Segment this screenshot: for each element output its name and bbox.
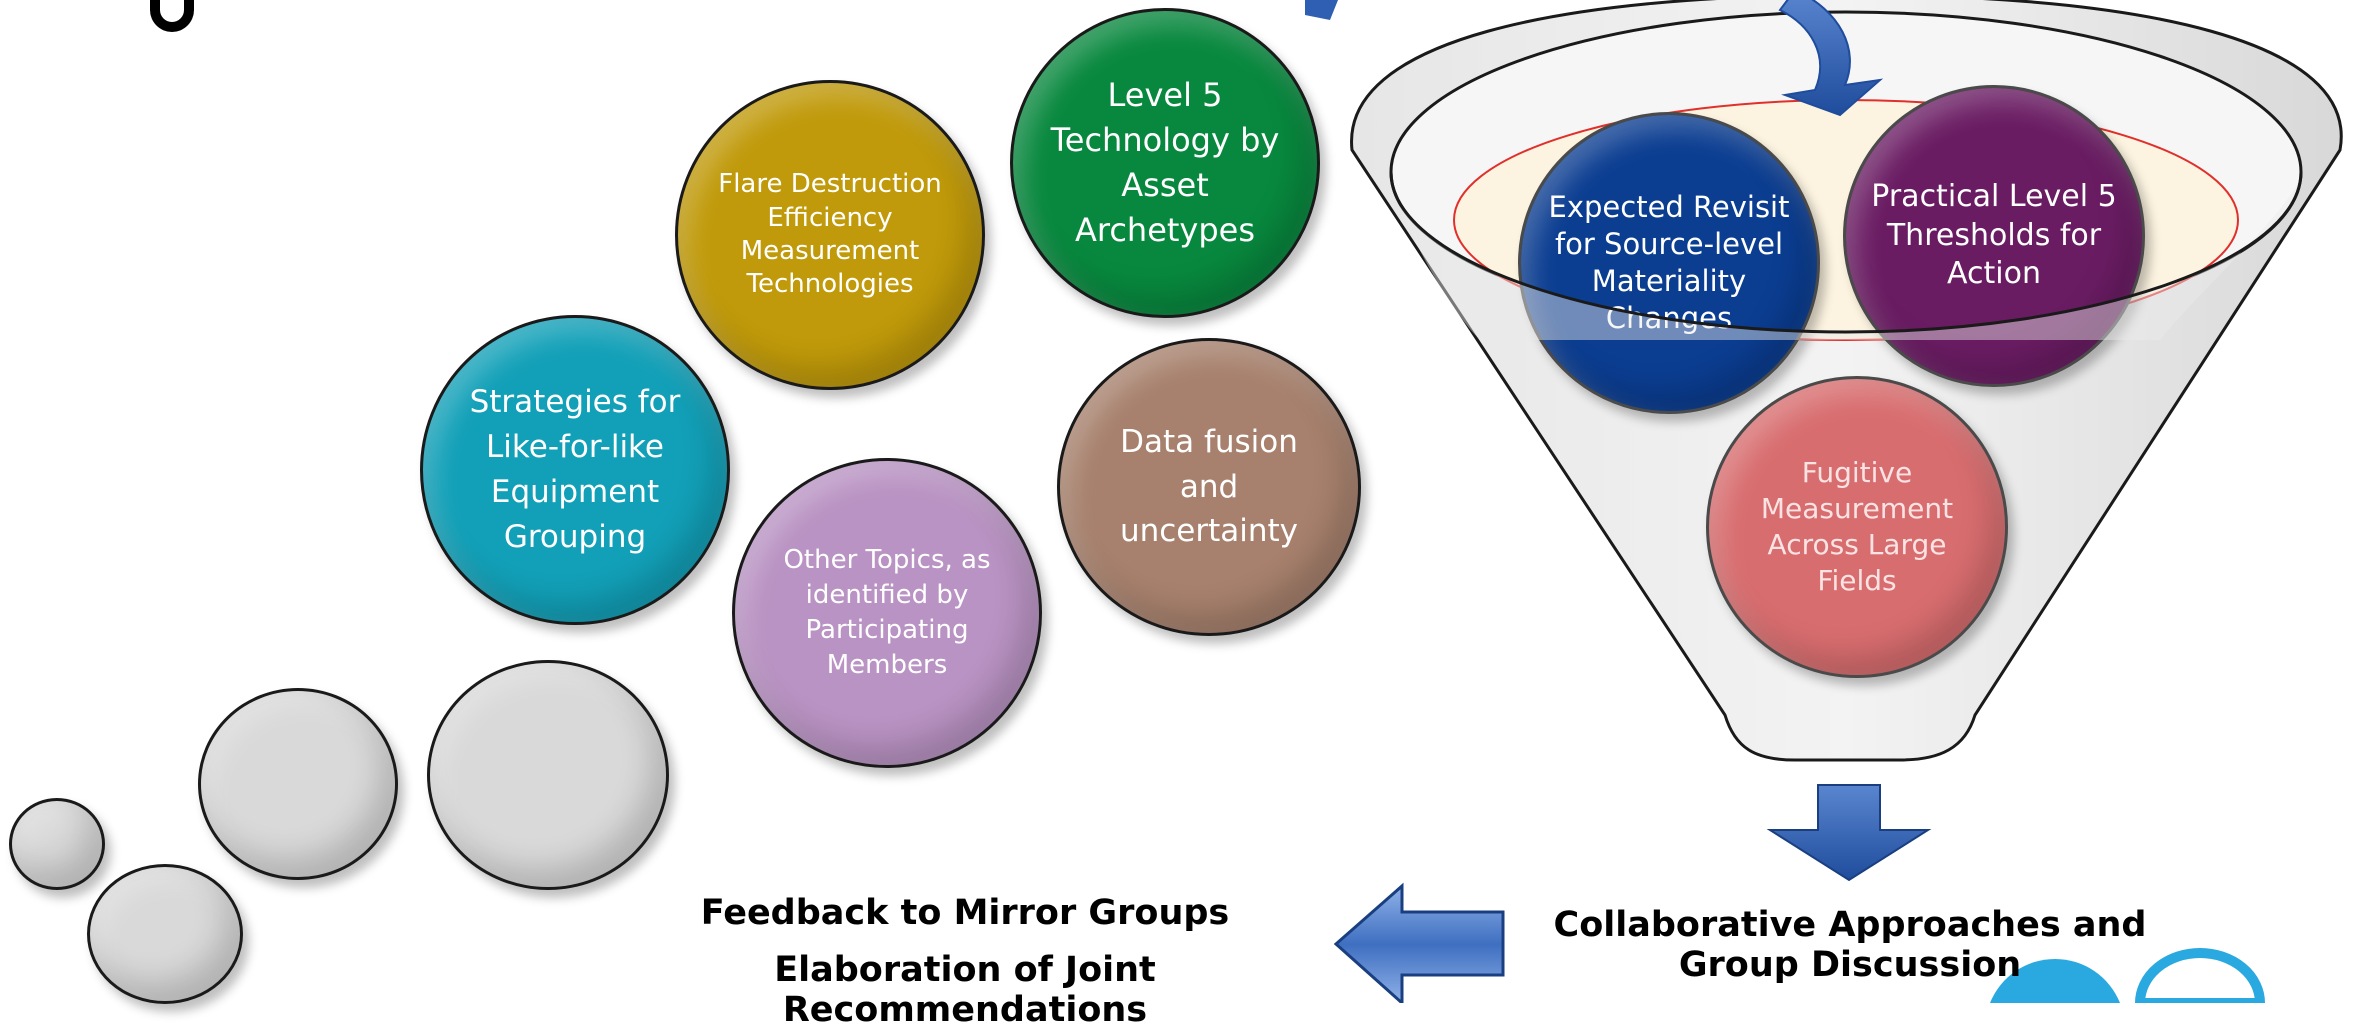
- diagram-stage: Expected Revisit for Source-level Materi…: [9, 0, 2343, 1030]
- caption-collaborative: Collaborative Approaches and Group Discu…: [1553, 905, 2147, 986]
- bubble-practical-level5: Practical Level 5 Thresholds for Action: [1843, 85, 2145, 387]
- bubble-expected-revisit: Expected Revisit for Source-level Materi…: [1518, 112, 1820, 414]
- bubble-fugitive-label: Fugitive Measurement Across Large Fields: [1760, 456, 1954, 597]
- bubble-expected-revisit-label: Expected Revisit for Source-level Materi…: [1548, 189, 1790, 336]
- bubble-practical-level5-label: Practical Level 5 Thresholds for Action: [1871, 179, 2117, 292]
- grey-bubble-lower: [87, 864, 243, 1004]
- caption-feedback: Feedback to Mirror Groups: [700, 893, 1230, 933]
- grey-bubble-large: [427, 660, 669, 890]
- bubble-flare-label: Flare Destruction Efficiency Measurement…: [718, 169, 942, 300]
- grey-bubble-small: [9, 798, 105, 890]
- bubble-level5: Level 5 Technology by Asset Archetypes: [1010, 8, 1320, 318]
- caption-elaboration: Elaboration of Joint Recommendations: [774, 950, 1156, 1031]
- bubble-flare: Flare Destruction Efficiency Measurement…: [675, 80, 985, 390]
- bubble-fugitive: Fugitive Measurement Across Large Fields: [1706, 376, 2008, 678]
- grey-bubble-medium: [198, 688, 398, 880]
- bubble-data-fusion: Data fusion and uncertainty: [1057, 338, 1361, 636]
- bubble-level5-label: Level 5 Technology by Asset Archetypes: [1050, 76, 1280, 249]
- bubble-strategies-label: Strategies for Like-for-like Equipment G…: [469, 384, 681, 555]
- bubble-other-topics-label: Other Topics, as identified by Participa…: [783, 544, 991, 681]
- bubble-strategies: Strategies for Like-for-like Equipment G…: [420, 315, 730, 625]
- bubble-data-fusion-label: Data fusion and uncertainty: [1119, 423, 1299, 550]
- title-fragment: [150, 0, 194, 32]
- bubble-other-topics: Other Topics, as identified by Participa…: [732, 458, 1042, 768]
